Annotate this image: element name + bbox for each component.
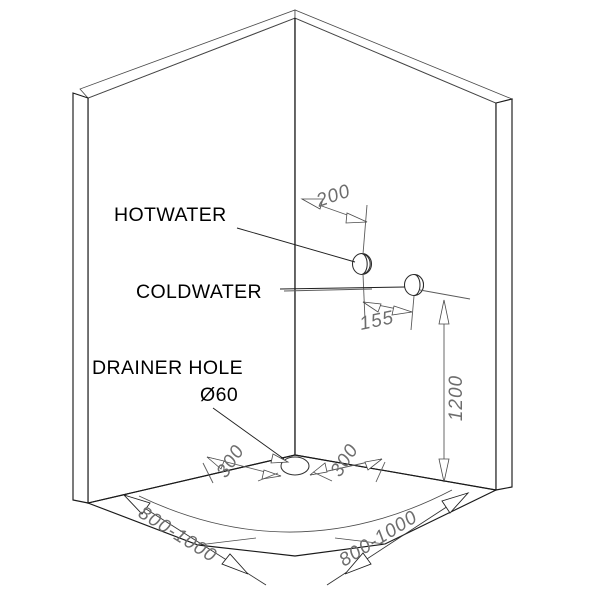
- tray-curved-front-edge: [138, 489, 453, 533]
- hot-water-fitting-cap: [361, 253, 371, 275]
- shower-tray: [86, 454, 498, 557]
- dimension-300-right-arrow-start: [309, 462, 328, 476]
- dimension-300-right-arrow-end: [364, 458, 383, 471]
- dimension-1200-arrow-bottom: [438, 458, 450, 483]
- dimension-300-right-ext-b: [375, 461, 386, 483]
- left-wall-face: [88, 18, 295, 503]
- coldwater-leader-line: [279, 286, 406, 290]
- cold-water-fitting: [403, 273, 425, 297]
- drain-hole: [280, 456, 310, 476]
- drainer-hole-diameter-label: Ø60: [200, 384, 238, 406]
- water-outlet-fittings: [351, 252, 425, 297]
- ext-hot-vertical: [362, 204, 368, 255]
- dimension-tray-right-arrow-start: [441, 492, 470, 514]
- right-wall-side-edge: [496, 99, 512, 490]
- left-wall-side-edge-outline: [72, 92, 89, 504]
- dimension-300-left-arrow-start: [206, 456, 225, 470]
- leader-lines: [212, 227, 406, 464]
- hotwater-label: HOTWATER: [114, 204, 227, 226]
- dimension-300-left-arrow-end: [261, 469, 282, 480]
- drainer-hole-leader-arrow: [270, 453, 290, 464]
- dimension-300-right-ext-a: [312, 471, 333, 482]
- dimension-300-left-ext-a: [202, 462, 214, 484]
- dimension-tray-left-arrow-end: [221, 553, 249, 575]
- dimension-300-left-ext-b: [257, 472, 279, 482]
- dimension-200-arrow-right: [345, 212, 368, 224]
- dimension-tray-right-arrow-end: [344, 552, 372, 575]
- ext-horizontal-reference: [283, 288, 373, 292]
- ext-hot-vertical-lower: [362, 273, 366, 321]
- extension-lines: [283, 204, 471, 331]
- ext-cold-to-height-dim: [419, 289, 471, 300]
- dimension-1200-arrow-top: [438, 299, 450, 325]
- right-wall-face: [295, 18, 496, 490]
- tray-front-chamfer-left: [197, 537, 257, 546]
- drainer-hole-label: DRAINER HOLE: [92, 357, 243, 379]
- dimension-tray-left-arrow-start: [122, 494, 151, 515]
- dimension-155-arrow-left: [362, 301, 382, 313]
- dimension-tray-right: 800-1000: [326, 492, 470, 586]
- ext-cold-vertical-lower: [410, 295, 415, 331]
- dimension-1200: 1200: [438, 299, 467, 483]
- right-wall-top-edge: [295, 10, 512, 103]
- hotwater-leader-line: [236, 227, 356, 263]
- left-wall-top-edge: [80, 10, 295, 98]
- right-wall-side-edge-outline: [495, 98, 513, 491]
- tray-front-chamfer-right: [334, 537, 386, 545]
- left-wall-side-edge: [73, 93, 88, 503]
- drainer-hole-leader-line: [212, 407, 285, 460]
- dimension-tray-left: 800-1000: [122, 494, 267, 586]
- coldwater-label: COLDWATER: [136, 281, 262, 303]
- dimension-200-arrow-left: [300, 198, 324, 210]
- dimension-155-arrow-right: [391, 305, 413, 316]
- dimension-tray-right-text: 800-1000: [336, 507, 422, 572]
- hot-water-fitting: [351, 252, 373, 276]
- dimension-1200-text: 1200: [446, 375, 467, 421]
- wall-panels: [72, 9, 514, 504]
